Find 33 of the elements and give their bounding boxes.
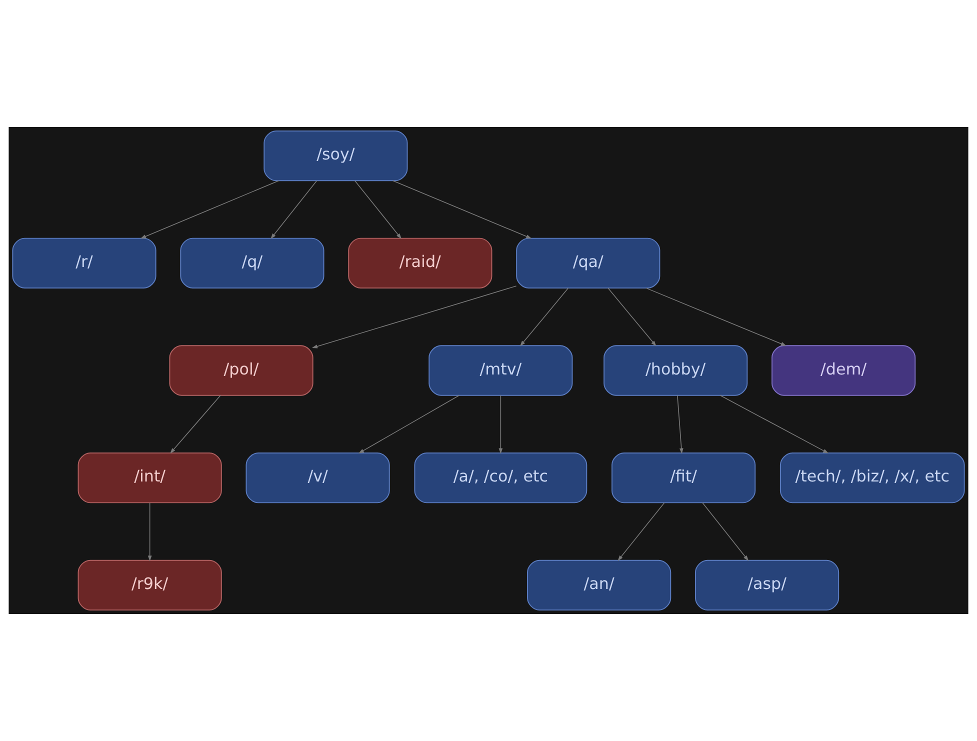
node-box: /qa/ <box>516 238 660 288</box>
node-box: /mtv/ <box>428 345 573 396</box>
arrow <box>312 286 517 348</box>
arrow <box>702 502 749 561</box>
arrow <box>140 180 280 239</box>
node-box: /fit/ <box>612 452 756 504</box>
arrow <box>720 395 829 454</box>
node-box: /v/ <box>246 452 390 504</box>
arrow <box>354 180 402 239</box>
arrow <box>498 395 503 454</box>
arrow <box>608 288 656 346</box>
node-box: /int/ <box>78 452 222 504</box>
node-box: /a/, /co/, etc <box>414 452 588 504</box>
node-box: /q/ <box>180 238 324 288</box>
node-box: /pol/ <box>169 345 314 396</box>
arrow <box>677 395 684 454</box>
node-box: /asp/ <box>694 560 840 611</box>
node-box: /raid/ <box>348 238 492 288</box>
arrow <box>520 288 569 346</box>
node-box: /r/ <box>12 238 156 288</box>
arrow <box>646 288 786 346</box>
arrow <box>270 180 318 239</box>
node-box: /dem/ <box>772 345 916 396</box>
arrow <box>358 395 460 454</box>
node-box: /hobby/ <box>604 345 748 396</box>
arrow <box>618 502 665 561</box>
node-box: /tech/, /biz/, /x/, etc <box>780 452 965 504</box>
arrow <box>148 502 152 562</box>
node-box: /r9k/ <box>78 560 222 611</box>
node-box: /an/ <box>527 560 672 611</box>
arrow <box>392 180 532 239</box>
node-box: /soy/ <box>264 130 408 182</box>
arrow <box>170 395 221 454</box>
